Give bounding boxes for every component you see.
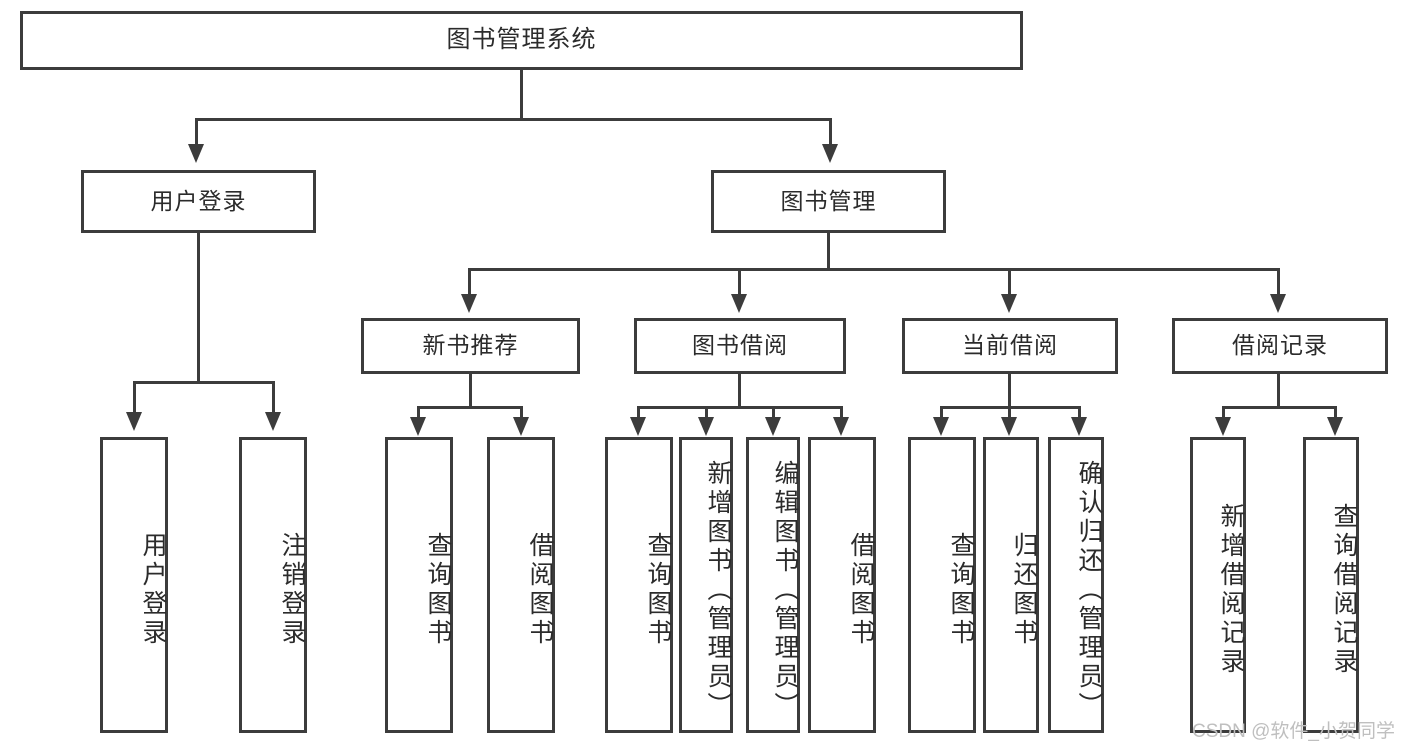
connector-cb-to-leaf-1 [940,406,943,419]
connector-user-login-to-leaf-2 [272,381,275,414]
arrowhead-cb-to-leaf-2 [1001,417,1017,436]
connector-current-borrow-stem [1008,374,1011,406]
arrowhead-user-login-to-leaf-1 [126,412,142,431]
node-new-book-recommend[interactable]: 新书推荐 [361,318,580,374]
connector-bb-to-leaf-2 [705,406,708,419]
node-book-management[interactable]: 图书管理 [711,170,946,233]
leaf-borrow-book-recommend[interactable]: 借阅图书 [487,437,555,733]
arrowhead-br-to-leaf-2 [1327,417,1343,436]
leaf-user-login[interactable]: 用户登录 [100,437,168,733]
connector-bb-to-leaf-3 [772,406,775,419]
arrowhead-cb-to-leaf-3 [1071,417,1087,436]
connector-bm-to-borrow-record [1277,268,1280,296]
leaf-return-book[interactable]: 归还图书 [983,437,1039,733]
connector-br-to-leaf-1 [1222,406,1225,419]
arrowhead-bm-to-new-book [461,294,477,313]
connector-borrow-record-bus [1222,406,1337,409]
connector-bb-to-leaf-1 [637,406,640,419]
leaf-query-borrow-record[interactable]: 查询借阅记录 [1303,437,1359,733]
watermark-text: CSDN @软件_小贺同学 [1192,721,1395,742]
connector-user-login-bus [133,381,275,384]
connector-nb-to-leaf-2 [520,406,523,419]
node-current-borrow[interactable]: 当前借阅 [902,318,1118,374]
connector-bb-to-leaf-4 [840,406,843,419]
arrowhead-bm-to-book-borrow [731,294,747,313]
leaf-logout-login[interactable]: 注销登录 [239,437,307,733]
connector-bm-to-book-borrow [738,268,741,296]
connector-bm-to-new-book [468,268,471,296]
arrowhead-cb-to-leaf-1 [933,417,949,436]
connector-root-bus [195,118,832,121]
connector-root-to-book-manage [829,118,832,146]
leaf-confirm-return-admin[interactable]: 确认归还（管理员） [1048,437,1104,733]
connector-root-stem [520,70,523,118]
connector-book-management-bus [468,268,1280,271]
arrowhead-root-to-book-manage [822,144,838,163]
connector-bm-to-current-borrow [1008,268,1011,296]
connector-user-login-to-leaf-1 [133,381,136,414]
arrowhead-bm-to-borrow-record [1270,294,1286,313]
connector-nb-to-leaf-1 [417,406,420,419]
arrowhead-root-to-user-login [188,144,204,163]
arrowhead-bb-to-leaf-2 [698,417,714,436]
arrowhead-bb-to-leaf-4 [833,417,849,436]
leaf-add-book-admin[interactable]: 新增图书（管理员） [679,437,733,733]
connector-root-to-user-login [195,118,198,146]
arrowhead-nb-to-leaf-2 [513,417,529,436]
connector-book-borrow-stem [738,374,741,406]
arrowhead-br-to-leaf-1 [1215,417,1231,436]
connector-new-book-stem [469,374,472,406]
leaf-query-book-borrow[interactable]: 查询图书 [605,437,673,733]
leaf-borrow-book[interactable]: 借阅图书 [808,437,876,733]
leaf-query-book-recommend[interactable]: 查询图书 [385,437,453,733]
node-book-borrow[interactable]: 图书借阅 [634,318,846,374]
connector-new-book-bus [417,406,523,409]
connector-book-management-stem [827,233,830,268]
node-user-login[interactable]: 用户登录 [81,170,316,233]
arrowhead-user-login-to-leaf-2 [265,412,281,431]
arrowhead-bb-to-leaf-3 [765,417,781,436]
connector-book-borrow-bus [637,406,843,409]
leaf-query-book-current[interactable]: 查询图书 [908,437,976,733]
node-root-system[interactable]: 图书管理系统 [20,11,1023,70]
connector-borrow-record-stem [1277,374,1280,406]
connector-br-to-leaf-2 [1334,406,1337,419]
leaf-edit-book-admin[interactable]: 编辑图书（管理员） [746,437,800,733]
node-borrow-record[interactable]: 借阅记录 [1172,318,1388,374]
leaf-add-borrow-record[interactable]: 新增借阅记录 [1190,437,1246,733]
connector-cb-to-leaf-3 [1078,406,1081,419]
arrowhead-bb-to-leaf-1 [630,417,646,436]
arrowhead-nb-to-leaf-1 [410,417,426,436]
connector-user-login-stem [197,233,200,381]
connector-cb-to-leaf-2 [1008,406,1011,419]
arrowhead-bm-to-current-borrow [1001,294,1017,313]
